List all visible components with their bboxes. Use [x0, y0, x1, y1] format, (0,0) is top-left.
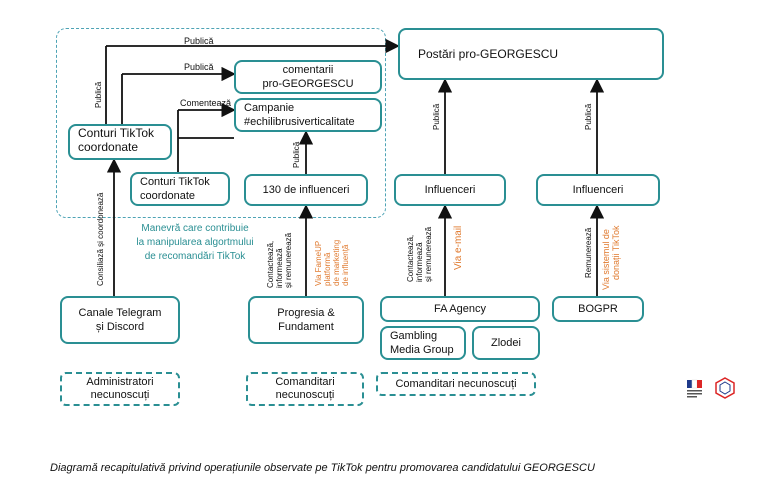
edge-label-contacteaza-1b: informează [275, 248, 284, 288]
edge-label-publica-infl-b: Publică [584, 103, 593, 130]
edge-label-contacteaza-2c: și remunerează [424, 226, 433, 282]
conturi-tiktok-node: Conturi TikTok coordonate [130, 172, 230, 206]
telegram-label-2: și Discord [95, 321, 145, 333]
progresia-node: Progresia & Fundament [248, 296, 364, 344]
republique-francaise-logo [684, 378, 706, 400]
edge-label-publica-left: Publică [94, 81, 103, 108]
edge-label-remunereaza: Remunerează [584, 227, 593, 278]
campanie-label-1: Campanie [244, 102, 295, 114]
comanditari-actor: Comanditari necunoscuți [246, 372, 364, 406]
comentarii-node: comentarii pro-GEORGESCU [234, 60, 382, 94]
edge-label-via-fameup-1: Via FameUP [314, 240, 323, 286]
figure-caption: Diagramă recapitulativă privind operațiu… [50, 462, 595, 474]
edge-label-via-fameup-2: platformă [323, 252, 332, 286]
campanie-node: Campanie #echilibrusiverticalitate [234, 98, 382, 132]
viginum-logo [712, 376, 738, 402]
edge-label-via-sistem-1: Via sistemul de [601, 229, 611, 290]
progresia-label-2: Fundament [278, 321, 334, 333]
conturi-tiktok-label-2: coordonate [140, 190, 196, 202]
influenceri-130-node: 130 de influenceri [244, 174, 368, 206]
flag-logo-icon [687, 379, 702, 398]
edge-label-publica-130: Publică [292, 141, 301, 168]
conturi-coord-label-1: Conturi TikTok [78, 126, 155, 140]
comentarii-label-2: pro-GEORGESCU [262, 78, 354, 90]
edge-label-comenteaza: Comentează [180, 98, 232, 108]
note-line-1: Manevră care contribuie [141, 223, 249, 234]
edge-label-contacteaza-1c: și remunerează [284, 232, 293, 288]
bogpr-node: BOGPR [552, 296, 644, 322]
telegram-label-1: Canale Telegram [78, 307, 162, 319]
admin-label-1: Administratori [86, 376, 154, 388]
influenceri-b-label: Influenceri [572, 184, 624, 196]
comanditari-label-1: Comanditari [275, 376, 335, 388]
fa-agency-label: FA Agency [434, 303, 486, 315]
conturi-coord-label-2: coordonate [78, 140, 139, 154]
postari-node: Postări pro-GEORGESCU [398, 28, 664, 80]
conturi-tiktok-label-1: Conturi TikTok [140, 176, 210, 188]
progresia-label-1: Progresia & [277, 307, 335, 319]
comanditari-label-3: Comanditari necunoscuți [395, 377, 517, 390]
edge-label-publica-2: Publică [184, 62, 214, 72]
admin-actor: Administratori necunoscuți [60, 372, 180, 406]
postari-label: Postări pro-GEORGESCU [418, 47, 559, 61]
comentarii-label-1: comentarii [282, 64, 334, 76]
zlodei-node: Zlodei [472, 326, 540, 360]
fa-agency-node: FA Agency [380, 296, 540, 322]
campanie-label-2: #echilibrusiverticalitate [244, 116, 355, 128]
comanditari-actor-2: Comanditari necunoscuți [376, 372, 536, 396]
gambling-label-2: Media Group [390, 344, 454, 356]
influenceri-a-node: Influenceri [394, 174, 506, 206]
conturi-coordonate-node: Conturi TikTok coordonate [68, 124, 172, 160]
gambling-label-1: Gambling [390, 330, 438, 342]
edge-label-contacteaza-2a: Contactează, [406, 234, 415, 282]
telegram-node: Canale Telegram și Discord [60, 296, 180, 344]
note-line-3: de recomandări TikTok [144, 251, 246, 262]
influenceri-a-label: Influenceri [424, 184, 476, 196]
edge-label-consiliaza: Consiliază și coordonează [96, 192, 105, 286]
edge-label-publica-1: Publică [184, 36, 214, 46]
edge-label-via-sistem-2: donații TikTok [611, 225, 621, 280]
edge-label-via-email: Via e-mail [453, 225, 464, 270]
manipulation-area [56, 28, 386, 218]
zlodei-label: Zlodei [491, 337, 521, 349]
comanditari-label-2: necunoscuți [275, 389, 335, 401]
edge-label-via-fameup-4: de influență [341, 244, 350, 286]
influenceri-b-node: Influenceri [536, 174, 660, 206]
shield-logo-icon [715, 377, 735, 399]
gambling-node: Gambling Media Group [380, 326, 466, 360]
edge-label-via-fameup-3: de marketing [332, 239, 341, 286]
edge-label-contacteaza-2b: informează [415, 242, 424, 282]
admin-label-2: necunoscuți [90, 389, 150, 401]
influenceri-130-label: 130 de influenceri [262, 184, 350, 196]
manipulation-note: Manevră care contribuie la manipularea a… [120, 222, 270, 264]
note-line-2: la manipularea algortmului [136, 237, 254, 248]
bogpr-label: BOGPR [578, 303, 618, 315]
edge-label-publica-infl-a: Publică [432, 103, 441, 130]
